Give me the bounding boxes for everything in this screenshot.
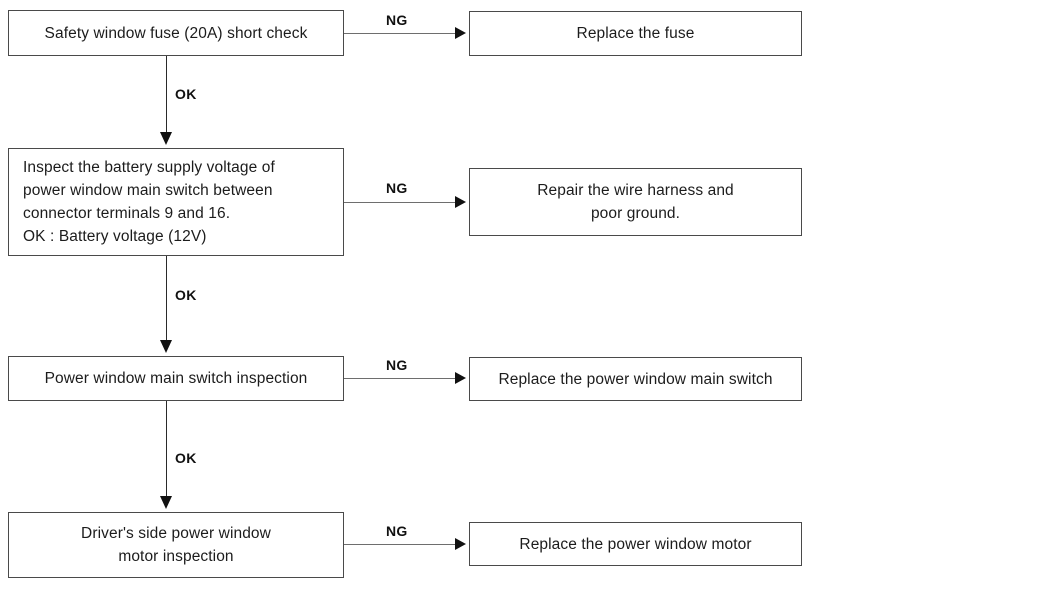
outcome-node-step-3[interactable]: Replace the power window main switch [469,357,802,401]
connector-ng-2 [344,202,456,203]
edge-label-ng-2: NG [386,180,408,196]
edge-label-ok-2: OK [175,287,197,303]
process-node-step-1[interactable]: Safety window fuse (20A) short check [8,10,344,56]
edge-label-ng-1: NG [386,12,408,28]
outcome-node-step-1[interactable]: Replace the fuse [469,11,802,56]
arrowhead-ok-2 [160,340,172,353]
arrowhead-ng-1 [455,27,466,39]
arrowhead-ok-1 [160,132,172,145]
process-node-step-2[interactable]: Inspect the battery supply voltage of po… [8,148,344,256]
connector-ng-3 [344,378,456,379]
process-node-step-3[interactable]: Power window main switch inspection [8,356,344,401]
connector-ok-1 [166,56,167,134]
edge-label-ng-3: NG [386,357,408,373]
outcome-node-step-2[interactable]: Repair the wire harness and poor ground. [469,168,802,236]
arrowhead-ng-3 [455,372,466,384]
connector-ok-3 [166,401,167,497]
outcome-node-step-4[interactable]: Replace the power window motor [469,522,802,566]
arrowhead-ng-2 [455,196,466,208]
connector-ok-2 [166,256,167,342]
arrowhead-ok-3 [160,496,172,509]
edge-label-ng-4: NG [386,523,408,539]
connector-ng-1 [344,33,456,34]
edge-label-ok-1: OK [175,86,197,102]
connector-ng-4 [344,544,456,545]
arrowhead-ng-4 [455,538,466,550]
process-node-step-4[interactable]: Driver's side power window motor inspect… [8,512,344,578]
edge-label-ok-3: OK [175,450,197,466]
